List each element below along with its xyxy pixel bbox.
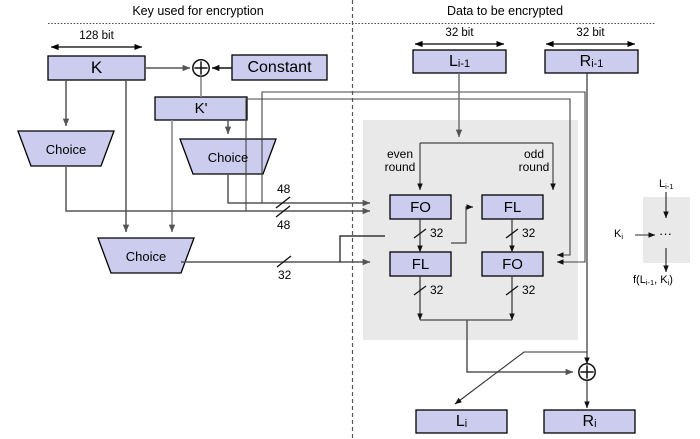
legend-input-base: L [659, 178, 666, 190]
legend-key-subscript: i [621, 231, 624, 241]
legend-caption-pre: f(L [633, 274, 646, 286]
legend-input-label: Li-1 [659, 178, 674, 191]
dim-label-128bit: 128 bit [79, 30, 114, 42]
slash-48-upper [275, 196, 291, 209]
round-region-shading [363, 120, 578, 340]
even-round-label: even round [374, 148, 426, 174]
legend-key-base: K [614, 228, 622, 240]
wire-fo-even-to-fl-odd [451, 204, 474, 244]
wire-48-lower-to-odd-fo [245, 98, 571, 258]
right-section-title: Data to be encrypted [446, 4, 564, 18]
slash-fo-even [413, 228, 427, 239]
odd-round-label: odd round [508, 148, 560, 174]
slash-fo-odd [505, 285, 519, 296]
left-section-title: Key used for encryption [132, 4, 264, 18]
wire-merge-down [466, 320, 574, 376]
wire-choice-left-out [65, 166, 371, 215]
legend-caption-mid: , K [654, 274, 668, 286]
dim-label-32bit-right: 32 bit [576, 27, 605, 39]
dim-label-32bit-left: 32 bit [445, 27, 474, 39]
legend-ellipsis: ··· [659, 226, 672, 241]
choice-left-shape [17, 130, 115, 167]
even-round-line1: even [386, 147, 414, 161]
width-label-32-key: 32 [278, 268, 292, 282]
kprime-box [154, 96, 248, 121]
even-round-line2: round [384, 160, 416, 174]
fo-even-box [389, 194, 452, 220]
legend-caption-post: ) [669, 274, 673, 286]
width-label-48-upper: 48 [277, 182, 291, 196]
odd-round-line2: round [518, 160, 550, 174]
slash-fl-even [413, 285, 427, 296]
fo-odd-box [481, 251, 544, 277]
legend-input-subscript: i-1 [665, 181, 674, 191]
legend-caption-sub1: i-1 [645, 277, 655, 287]
odd-round-line1: odd [523, 147, 545, 161]
wire-choice-mid-out [227, 174, 371, 207]
slash-32-key [276, 255, 292, 268]
width-label-fo-even: 32 [430, 226, 444, 240]
choice-bottom-shape [97, 237, 195, 274]
fl-even-box [389, 251, 452, 277]
wire-48-upper-to-odd-fo [261, 91, 586, 265]
fl-odd-box [481, 194, 544, 220]
legend-key-label: Ki [614, 228, 624, 241]
output-left-box [415, 409, 508, 434]
width-label-fo-odd: 32 [522, 283, 536, 297]
constant-box [231, 54, 328, 81]
output-right-box [543, 409, 636, 434]
k-box [47, 55, 146, 81]
input-right-box [544, 49, 639, 74]
width-label-48-lower: 48 [277, 218, 291, 232]
legend-caption: f(Li-1, Ki) [633, 274, 673, 287]
legend-caption-sub2: i [667, 277, 670, 287]
wire-32-to-even-fl [339, 235, 385, 262]
wire-crossover-to-loutput [454, 351, 587, 405]
input-left-box [412, 49, 507, 74]
slash-48-lower [275, 205, 291, 218]
slash-fl-odd [505, 228, 519, 239]
choice-mid-shape [179, 138, 277, 175]
width-label-fl-even: 32 [430, 283, 444, 297]
width-label-fl-odd: 32 [522, 226, 536, 240]
